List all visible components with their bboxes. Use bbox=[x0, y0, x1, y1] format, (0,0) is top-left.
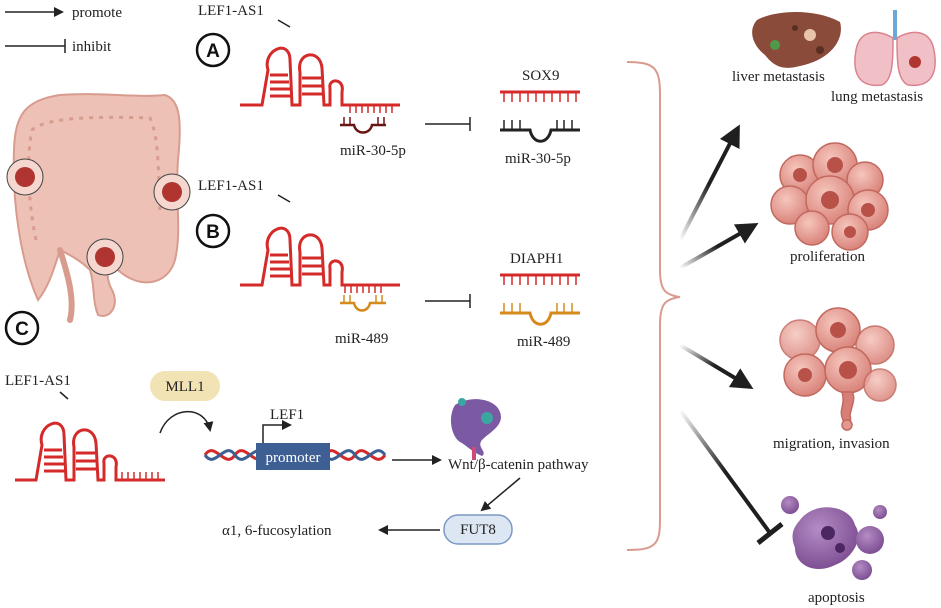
arrow-to-proliferation bbox=[679, 223, 759, 270]
panel-a-letter: A bbox=[206, 41, 220, 62]
fucosylation-label: α1, 6-fucosylation bbox=[222, 523, 332, 539]
wnt-protein-icon bbox=[450, 398, 501, 460]
target-label-a: SOX9 bbox=[522, 68, 560, 84]
target-mrna-a bbox=[500, 90, 580, 102]
panel-b: LEF1-AS1 B miR-489 DIAPH1 bbox=[195, 178, 580, 350]
target-label-b: DIAPH1 bbox=[510, 251, 563, 267]
panel-b-letter: B bbox=[206, 222, 220, 243]
fut8-badge bbox=[443, 514, 513, 545]
promoter-box bbox=[256, 443, 330, 470]
wnt-pathway-label: Wnt/β-catenin pathway bbox=[448, 457, 589, 473]
lncrna-teeth-a bbox=[349, 105, 393, 113]
mirna-bound-a bbox=[340, 117, 386, 134]
target-mirna-label-b: miR-489 bbox=[517, 334, 570, 350]
apoptosis-cells-icon bbox=[781, 496, 887, 580]
arrow-to-metastasis bbox=[678, 124, 740, 241]
tumor-icon bbox=[95, 247, 115, 267]
mirna-bound-b bbox=[340, 295, 386, 312]
lncrna-hairpin-a bbox=[240, 46, 400, 107]
panel-c-letter: C bbox=[15, 319, 29, 340]
lncrna-teeth-c bbox=[121, 472, 159, 480]
apoptosis-label: apoptosis bbox=[808, 590, 865, 606]
lncrna-label-c: LEF1-AS1 bbox=[5, 373, 71, 389]
lef1-label: LEF1 bbox=[270, 407, 304, 423]
proliferation-label: proliferation bbox=[790, 249, 865, 265]
legend: promote inhibit bbox=[5, 5, 122, 55]
lncrna-teeth-b bbox=[344, 285, 382, 293]
fut8-label: FUT8 bbox=[460, 522, 496, 538]
panel-b-badge bbox=[195, 213, 231, 249]
target-mirna-a bbox=[500, 120, 580, 143]
lncrna-label-a: LEF1-AS1 bbox=[198, 3, 264, 19]
arrow-to-fut8 bbox=[480, 477, 521, 512]
mll1-arrow bbox=[159, 410, 214, 434]
lncrna-label-b: LEF1-AS1 bbox=[198, 178, 264, 194]
lncrna-hairpin-c bbox=[15, 421, 165, 482]
arrow-to-migration bbox=[678, 343, 754, 390]
legend-promote-label: promote bbox=[72, 5, 122, 21]
mirna-bound-label-a: miR-30-5p bbox=[340, 143, 406, 159]
panel-a: LEF1-AS1 A miR-30-5p SOX9 bbox=[195, 3, 580, 167]
panel-a-badge bbox=[195, 32, 231, 68]
promoter-label: promoter bbox=[266, 450, 321, 466]
migration-invasion-label: migration, invasion bbox=[773, 436, 890, 452]
tumor-icon bbox=[162, 182, 182, 202]
liver-metastasis-label: liver metastasis bbox=[732, 69, 825, 85]
panel-c: C LEF1-AS1 MLL1 promoter LEF1 bbox=[4, 310, 589, 545]
proliferation-cells-icon bbox=[770, 142, 889, 251]
mll1-label: MLL1 bbox=[165, 379, 204, 395]
colon-illustration bbox=[6, 93, 191, 323]
curly-bracket bbox=[626, 61, 681, 551]
inhibit-apoptosis bbox=[678, 408, 784, 545]
tumor-icon bbox=[15, 167, 35, 187]
migration-cells-icon bbox=[779, 307, 897, 431]
target-mirna-b bbox=[500, 303, 580, 326]
target-mirna-label-a: miR-30-5p bbox=[505, 151, 571, 167]
liver-icon bbox=[752, 12, 841, 68]
target-mrna-b bbox=[500, 273, 580, 285]
legend-inhibit-label: inhibit bbox=[72, 39, 112, 55]
mll1-badge bbox=[150, 371, 220, 401]
mirna-bound-label-b: miR-489 bbox=[335, 331, 388, 347]
panel-c-badge bbox=[4, 310, 40, 346]
lung-metastasis-label: lung metastasis bbox=[831, 89, 923, 105]
lncrna-hairpin-b bbox=[240, 226, 400, 287]
lung-icon bbox=[854, 10, 936, 87]
transcription-start-arrow bbox=[262, 420, 292, 443]
